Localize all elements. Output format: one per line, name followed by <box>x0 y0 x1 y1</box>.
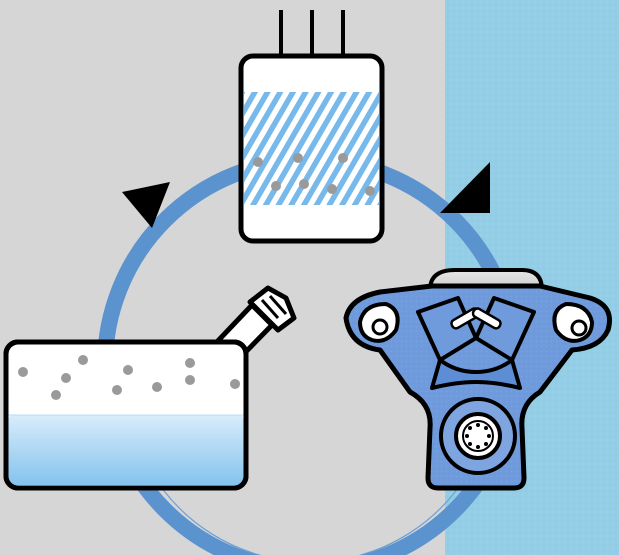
cycle-arrow-icon <box>440 162 490 213</box>
fuel-tank-icon <box>3 285 297 491</box>
engine-block-icon <box>343 268 612 491</box>
cycle-arrow-icon <box>122 182 170 228</box>
filter-cartridge-icon <box>238 10 385 244</box>
